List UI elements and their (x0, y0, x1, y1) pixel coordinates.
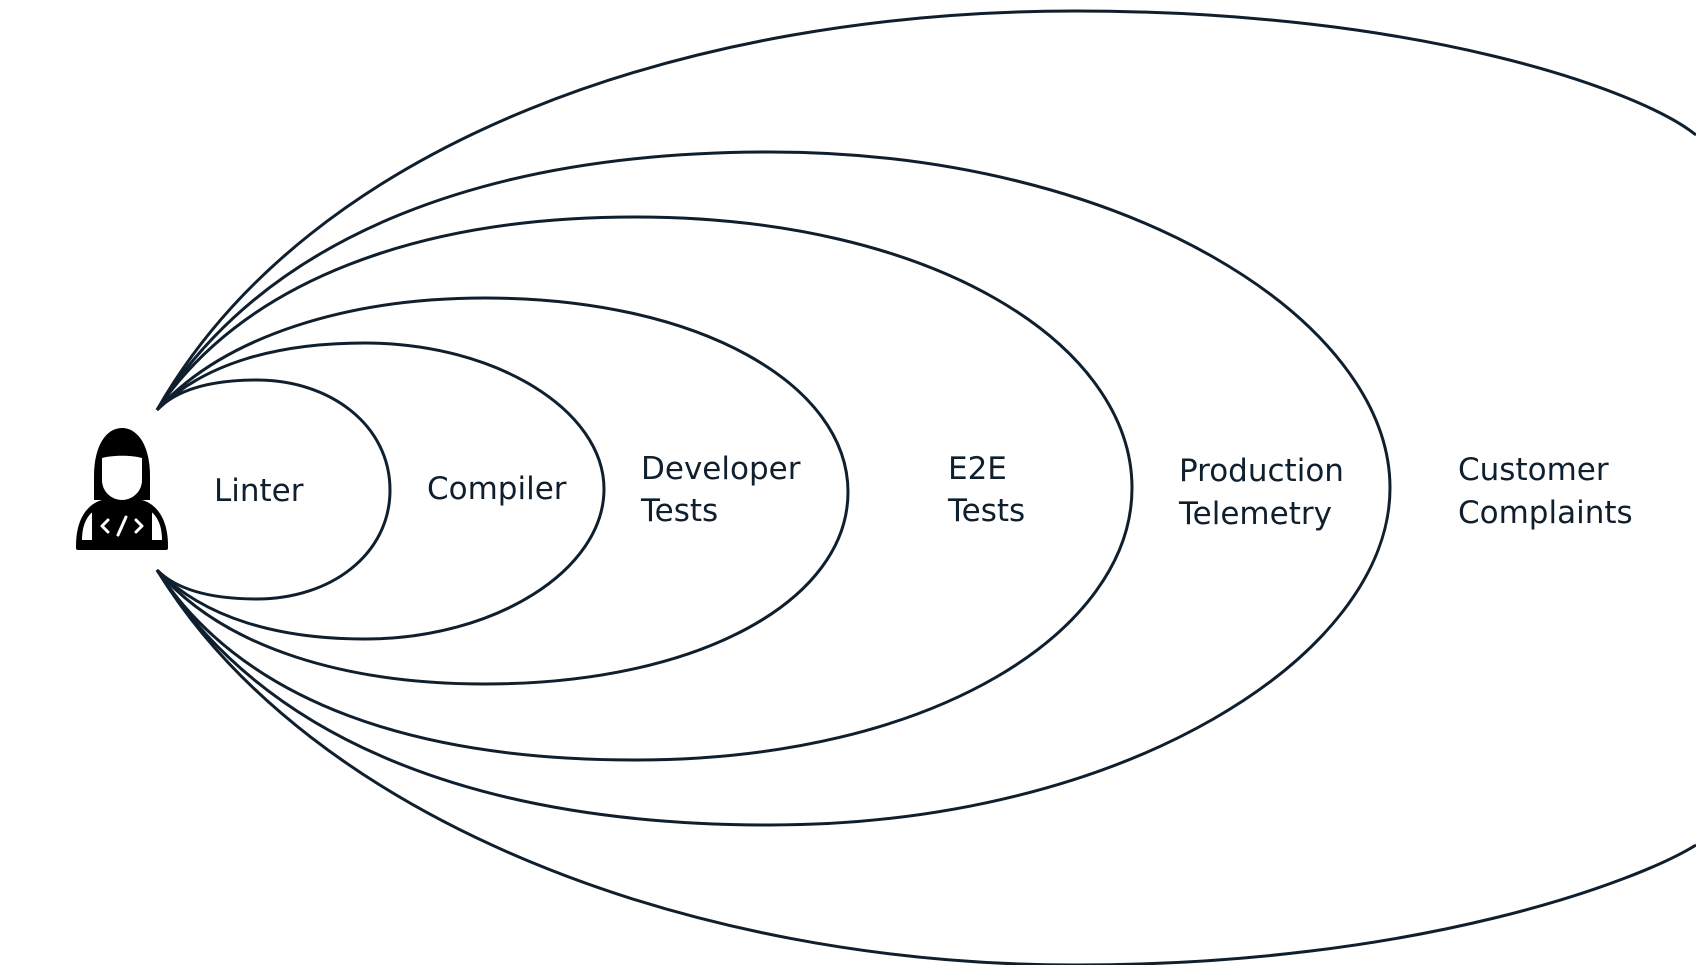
loop-customer-complaints (155, 9, 1696, 965)
label-customer-complaints-line-2: Complaints (1458, 495, 1633, 531)
label-customer-complaints-line-1: Customer (1458, 452, 1609, 488)
loop-compiler (155, 341, 606, 641)
label-production-telemetry-line-1: Production (1179, 453, 1344, 489)
label-e2e-tests: E2E Tests (947, 451, 1025, 529)
label-linter-line-1: Linter (214, 473, 304, 509)
label-developer-tests-line-1: Developer (641, 451, 801, 487)
label-e2e-tests-line-1: E2E (948, 451, 1007, 487)
loop-linter (155, 378, 392, 601)
label-compiler: Compiler (427, 471, 567, 507)
label-e2e-tests-line-2: Tests (947, 493, 1025, 529)
label-production-telemetry-line-2: Telemetry (1178, 496, 1332, 532)
developer-laptop-icon (76, 428, 168, 550)
loop-e2e-tests (155, 215, 1134, 762)
feedback-loops (155, 9, 1696, 965)
loop-developer-tests (155, 296, 850, 686)
label-customer-complaints: Customer Complaints (1458, 452, 1633, 531)
label-compiler-line-1: Compiler (427, 471, 567, 507)
loop-production-telemetry (155, 150, 1392, 827)
label-developer-tests-line-2: Tests (640, 493, 718, 529)
label-production-telemetry: Production Telemetry (1178, 453, 1354, 532)
labels: Linter Compiler Developer Tests E2E Test… (214, 451, 1633, 532)
label-developer-tests: Developer Tests (640, 451, 810, 529)
label-linter: Linter (214, 473, 304, 509)
